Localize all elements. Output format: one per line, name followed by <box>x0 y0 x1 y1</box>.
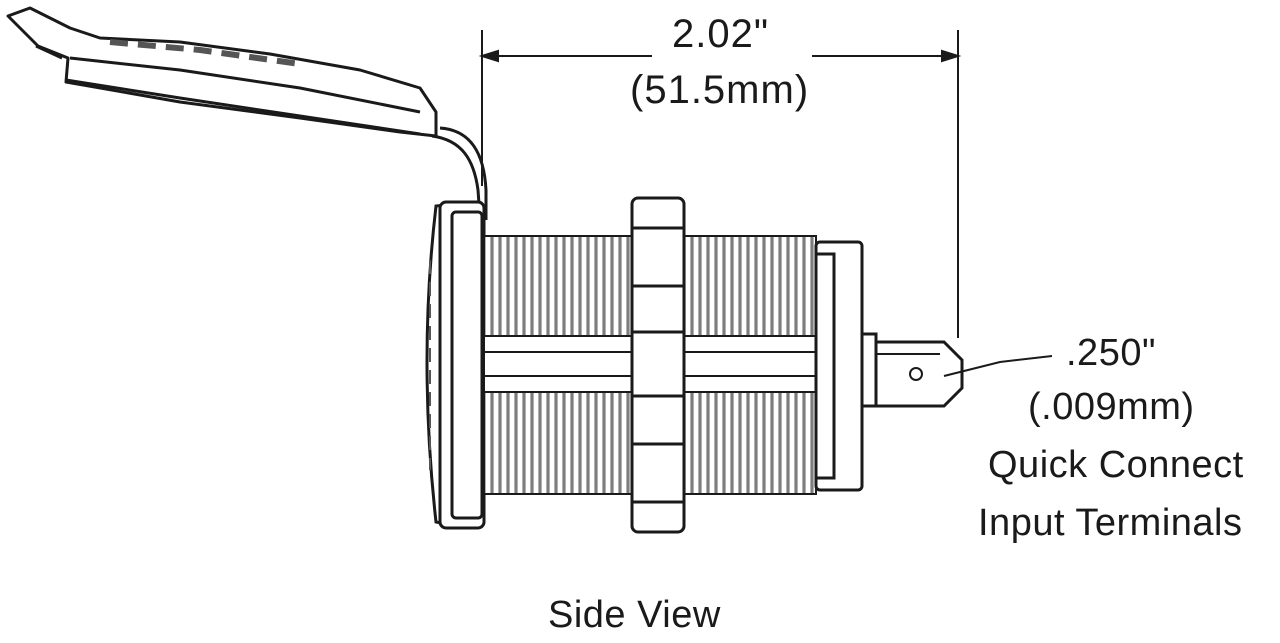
mounting-nut <box>630 196 686 534</box>
terminal-leader-line <box>943 355 1053 377</box>
overall-length-dimension <box>478 30 962 338</box>
bezel-flange <box>425 200 486 530</box>
overall-length-inches: 2.02" <box>672 12 770 56</box>
rear-housing <box>814 240 878 492</box>
threaded-barrel <box>483 235 817 495</box>
terminal-size-mm: (.009mm) <box>1028 386 1195 428</box>
terminal-label-line2: Input Terminals <box>978 502 1243 544</box>
view-caption: Side View <box>548 594 721 636</box>
overall-length-mm: (51.5mm) <box>630 68 810 112</box>
terminal-size-inches: .250" <box>1066 332 1156 374</box>
dust-cap <box>6 6 488 220</box>
quick-connect-terminal <box>874 340 964 408</box>
terminal-label-line1: Quick Connect <box>988 444 1244 486</box>
